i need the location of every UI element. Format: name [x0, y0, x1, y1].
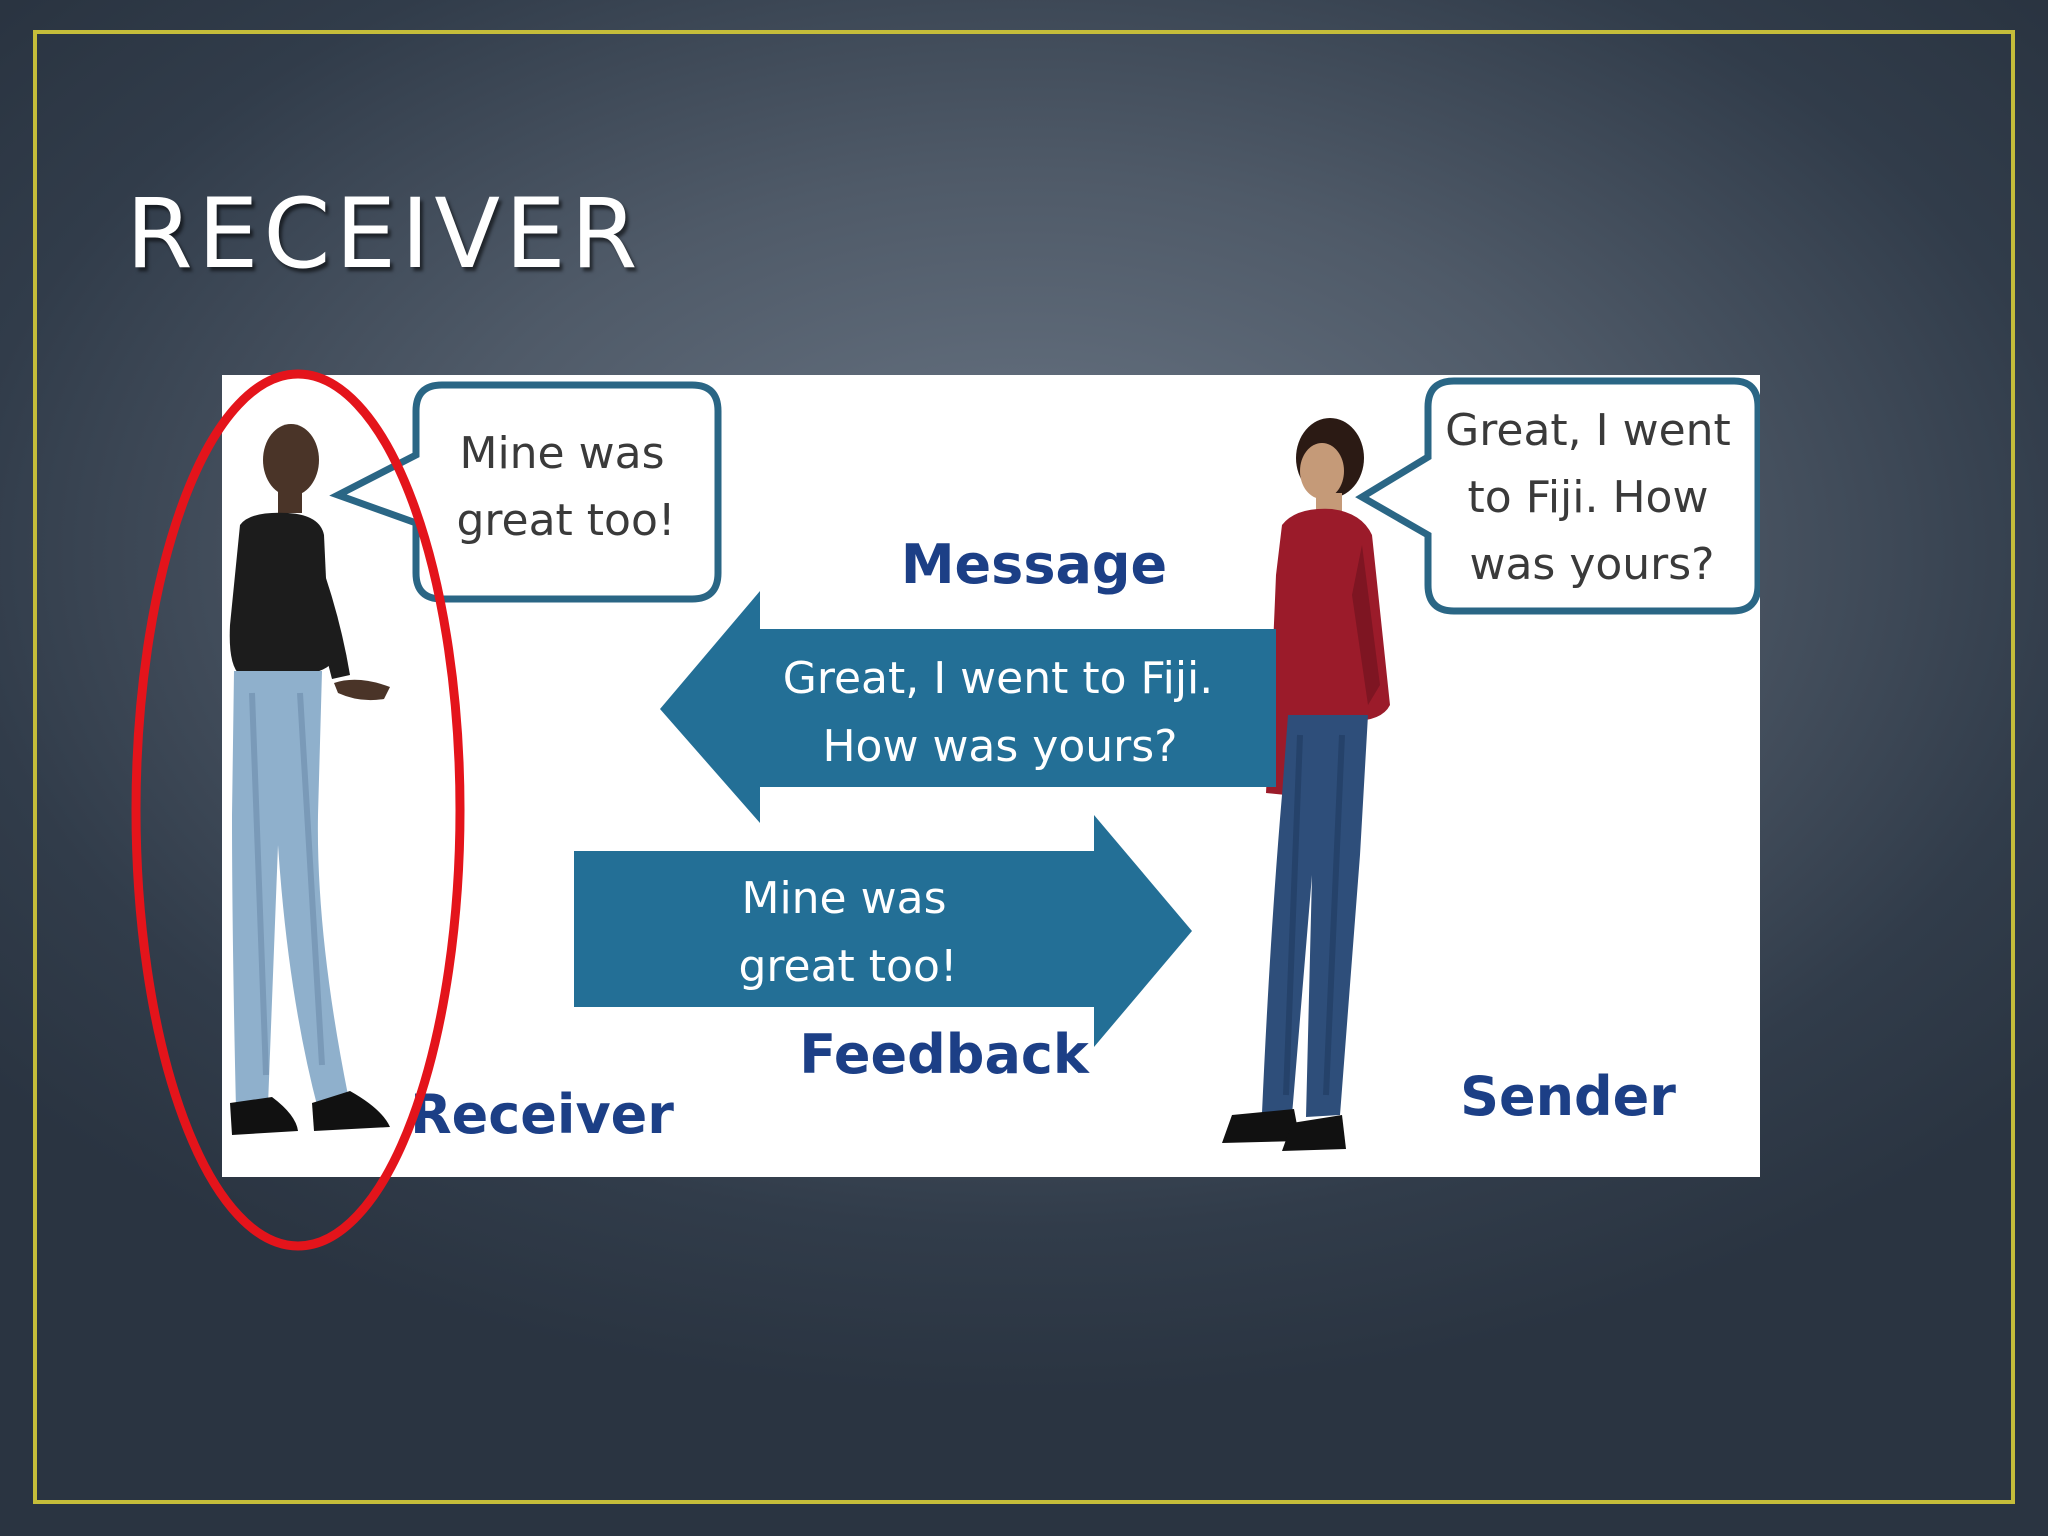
- sender-person: [1222, 418, 1390, 1151]
- feedback-arrow: Mine was great too!: [574, 815, 1192, 1047]
- message-arrow: Great, I went to Fiji. How was yours?: [660, 591, 1276, 823]
- slide-title: RECEIVER: [126, 178, 643, 290]
- message-arrow-line-1: Great, I went to Fiji.: [783, 653, 1214, 704]
- feedback-arrow-line-2: great too!: [738, 941, 957, 992]
- sender-speech-bubble: Great, I went to Fiji. How was yours?: [1355, 377, 1760, 615]
- receiver-speech-bubble: Mine was great too!: [329, 381, 722, 603]
- sender-bubble-line-3: was yours?: [1469, 539, 1714, 590]
- sender-bubble-line-2: to Fiji. How: [1468, 472, 1709, 523]
- feedback-arrow-line-1: Mine was: [741, 873, 946, 924]
- feedback-label: Feedback: [799, 1023, 1090, 1086]
- receiver-bubble-line-2: great too!: [456, 495, 675, 546]
- message-arrow-line-2: How was yours?: [822, 721, 1177, 772]
- slide-frame: [33, 30, 2015, 1504]
- sender-label: Sender: [1460, 1065, 1676, 1128]
- receiver-label: Receiver: [410, 1083, 674, 1146]
- message-label: Message: [901, 533, 1167, 596]
- communication-diagram: Mine was great too! Great, I went to Fij…: [222, 375, 1760, 1177]
- sender-bubble-line-1: Great, I went: [1445, 405, 1731, 456]
- receiver-bubble-line-1: Mine was: [459, 428, 664, 479]
- receiver-person: [229, 424, 390, 1135]
